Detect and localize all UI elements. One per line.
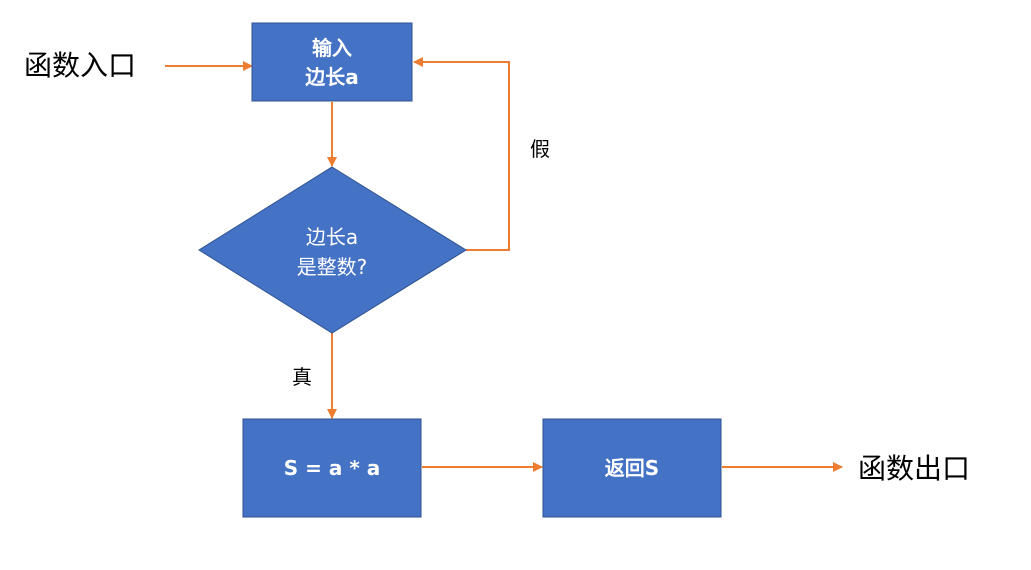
edge-decision-false-to-input [413,57,510,251]
return-box [542,418,722,518]
input-label-line1: 输入 [312,36,352,60]
decision-node: 边长a 是整数? [198,166,467,334]
compute-node: S = a * a [242,418,422,518]
edges [165,57,843,472]
exit-label: 函数出口 [858,452,970,485]
compute-label: S = a * a [284,456,380,480]
decision-label-line1: 边长a [306,225,358,249]
return-label: 返回S [605,456,659,480]
false-branch-label: 假 [530,137,550,161]
true-branch-label: 真 [292,365,312,389]
decision-diamond [198,166,467,334]
entry-label: 函数入口 [24,49,136,82]
decision-label-line2: 是整数? [297,255,368,279]
input-label-line2: 边长a [304,65,359,89]
return-node: 返回S [542,418,722,518]
input-node: 输入 边长a [251,22,413,102]
compute-box [242,418,422,518]
input-box [251,22,413,102]
nodes: 输入 边长a 边长a 是整数? S = a * a 返回S [198,22,722,518]
